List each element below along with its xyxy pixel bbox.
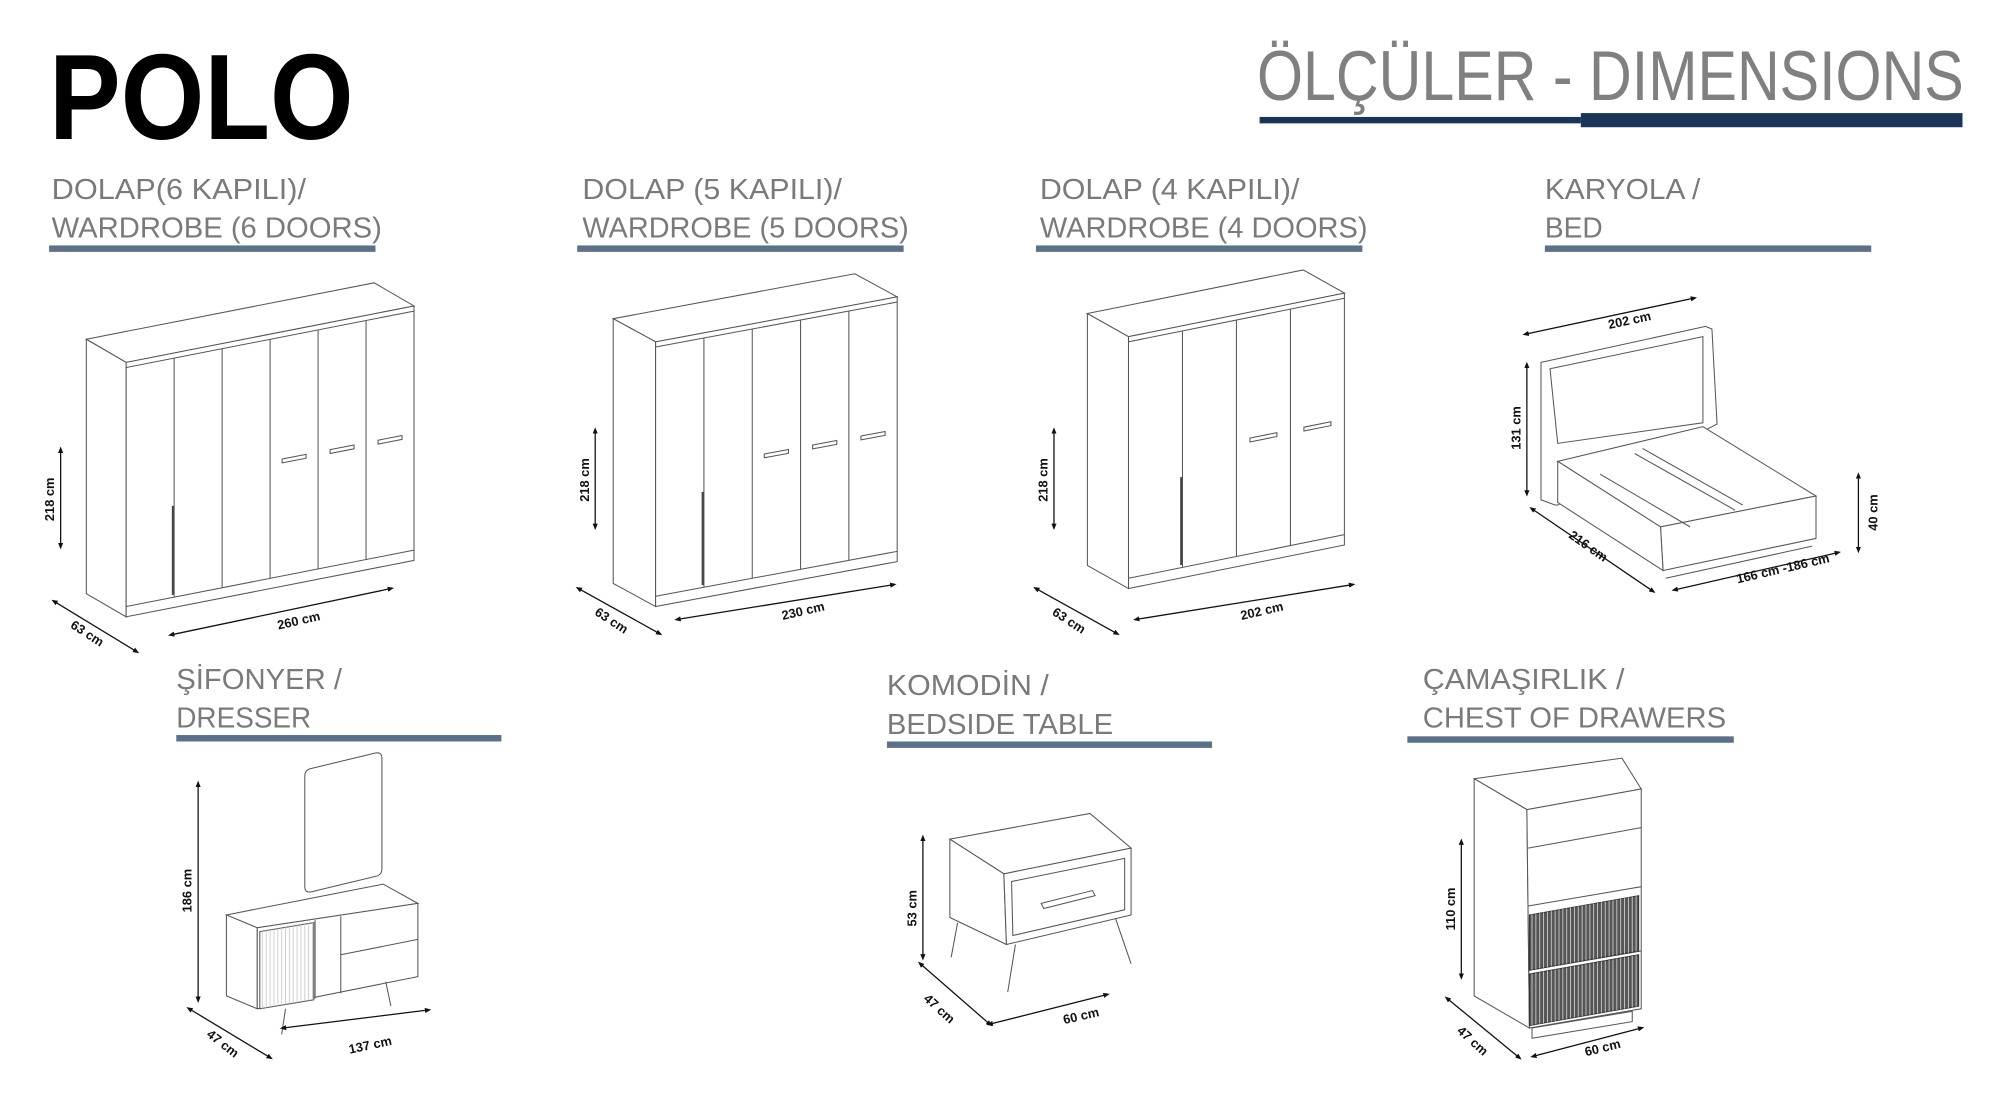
heading-line2: WARDROBE (4 DOORS) [1040, 212, 1368, 244]
wardrobe-side [1086, 312, 1130, 590]
heading-bar [49, 245, 376, 252]
bedside-table-drawing [948, 812, 1133, 993]
heading-line1: DOLAP(6 KAPILI)/ [52, 173, 307, 205]
heading-dresser: ŞİFONYER / DRESSER [176, 663, 502, 742]
dim-dresser-depth: 47 cm [204, 1026, 242, 1060]
heading-line2: WARDROBE (6 DOORS) [52, 212, 382, 244]
heading-wardrobe4: DOLAP (4 KAPILI)/ WARDROBE (4 DOORS) [1035, 173, 1368, 252]
dim-chest-depth: 47 cm [1454, 1023, 1491, 1059]
wardrobe-side [612, 317, 657, 608]
heading-line2: BEDSIDE TABLE [887, 708, 1113, 740]
heading-bedside: KOMODİN / BEDSIDE TABLE [886, 669, 1213, 748]
dim-depth: 63 cm [1050, 604, 1089, 636]
heading-bar [1035, 245, 1363, 252]
dim-bed-mattress: 166 cm -186 cm [1735, 550, 1831, 586]
brand-logo: POLO [49, 28, 354, 165]
width-arrow [1133, 582, 1356, 622]
heading-line1: DOLAP (4 KAPILI)/ [1040, 173, 1300, 205]
wardrobe-side [85, 338, 127, 618]
dim-bed-height: 131 cm [1508, 406, 1523, 450]
heading-line2: BED [1545, 212, 1603, 244]
heading-bar [886, 741, 1213, 748]
heading-line1: KOMODİN / [887, 669, 1049, 701]
dresser-drawing [224, 752, 420, 1035]
heading-line2: WARDROBE (5 DOORS) [582, 212, 908, 244]
mirror [304, 752, 383, 893]
dim-height: 218 cm [42, 478, 57, 522]
door-handle [1303, 421, 1332, 432]
depth-arrow [51, 599, 140, 654]
drawer-handle [1040, 889, 1096, 910]
heading-bar [577, 245, 904, 252]
heading-line2: CHEST OF DRAWERS [1423, 701, 1726, 733]
dim-bedside-height: 53 cm [904, 890, 919, 926]
heading-line2: DRESSER [176, 701, 311, 733]
door-handle [377, 434, 403, 445]
dim-bedside-depth: 47 cm [921, 991, 958, 1027]
fluted-panel [1528, 895, 1640, 971]
width-arrow [674, 582, 897, 622]
heading-wardrobe6: DOLAP(6 KAPILI)/ WARDROBE (6 DOORS) [49, 173, 382, 252]
heading-line1: DOLAP (5 KAPILI)/ [582, 173, 842, 205]
heading-wardrobe5: DOLAP (5 KAPILI)/ WARDROBE (5 DOORS) [577, 173, 909, 252]
dim-dresser-height: 186 cm [180, 869, 195, 913]
dim-chest-width: 60 cm [1583, 1036, 1622, 1059]
title-underline-thin [1259, 116, 1581, 124]
wardrobe-top-edge [655, 301, 898, 348]
door-handle [860, 430, 886, 441]
dim-height: 218 cm [1036, 458, 1051, 502]
dim-bedside-width: 60 cm [1062, 1004, 1101, 1027]
heading-bed: KARYOLA / BED [1544, 173, 1872, 252]
heading-bar [176, 735, 502, 742]
fluted-drawers [1528, 895, 1640, 1027]
dim-height: 218 cm [577, 458, 592, 502]
dim-dresser-width: 137 cm [347, 1033, 393, 1057]
fluted-door [259, 922, 315, 1010]
door-handle [281, 453, 307, 464]
title-underline-thick [1580, 113, 1963, 128]
width-arrow [168, 586, 395, 637]
dim-bed-base-height: 40 cm [1866, 494, 1881, 530]
heading-bar [1407, 736, 1734, 743]
depth-arrow [1033, 586, 1120, 636]
door-handle [812, 439, 838, 450]
heading-line1: ÇAMAŞIRLIK / [1423, 663, 1625, 695]
bed-drawing [1540, 325, 1818, 579]
heading-bar [1544, 245, 1872, 252]
chest-of-drawers-drawing [1472, 757, 1643, 1039]
page-title: ÖLÇÜLER - DIMENSIONS [1257, 36, 1964, 115]
door-handle [763, 448, 789, 459]
heading-line1: ŞİFONYER / [176, 663, 342, 695]
heading-chest: ÇAMAŞIRLIK / CHEST OF DRAWERS [1407, 663, 1734, 743]
fluted-panel [1528, 954, 1640, 1027]
depth-arrow [575, 586, 663, 636]
dim-depth: 63 cm [592, 604, 631, 636]
heading-line1: KARYOLA / [1545, 173, 1701, 205]
door-handle [1249, 432, 1278, 443]
dim-chest-height: 110 cm [1443, 888, 1458, 931]
dim-bed-width: 202 cm [1607, 308, 1653, 332]
fluted-panel [259, 922, 315, 1010]
door-handle [329, 444, 355, 455]
